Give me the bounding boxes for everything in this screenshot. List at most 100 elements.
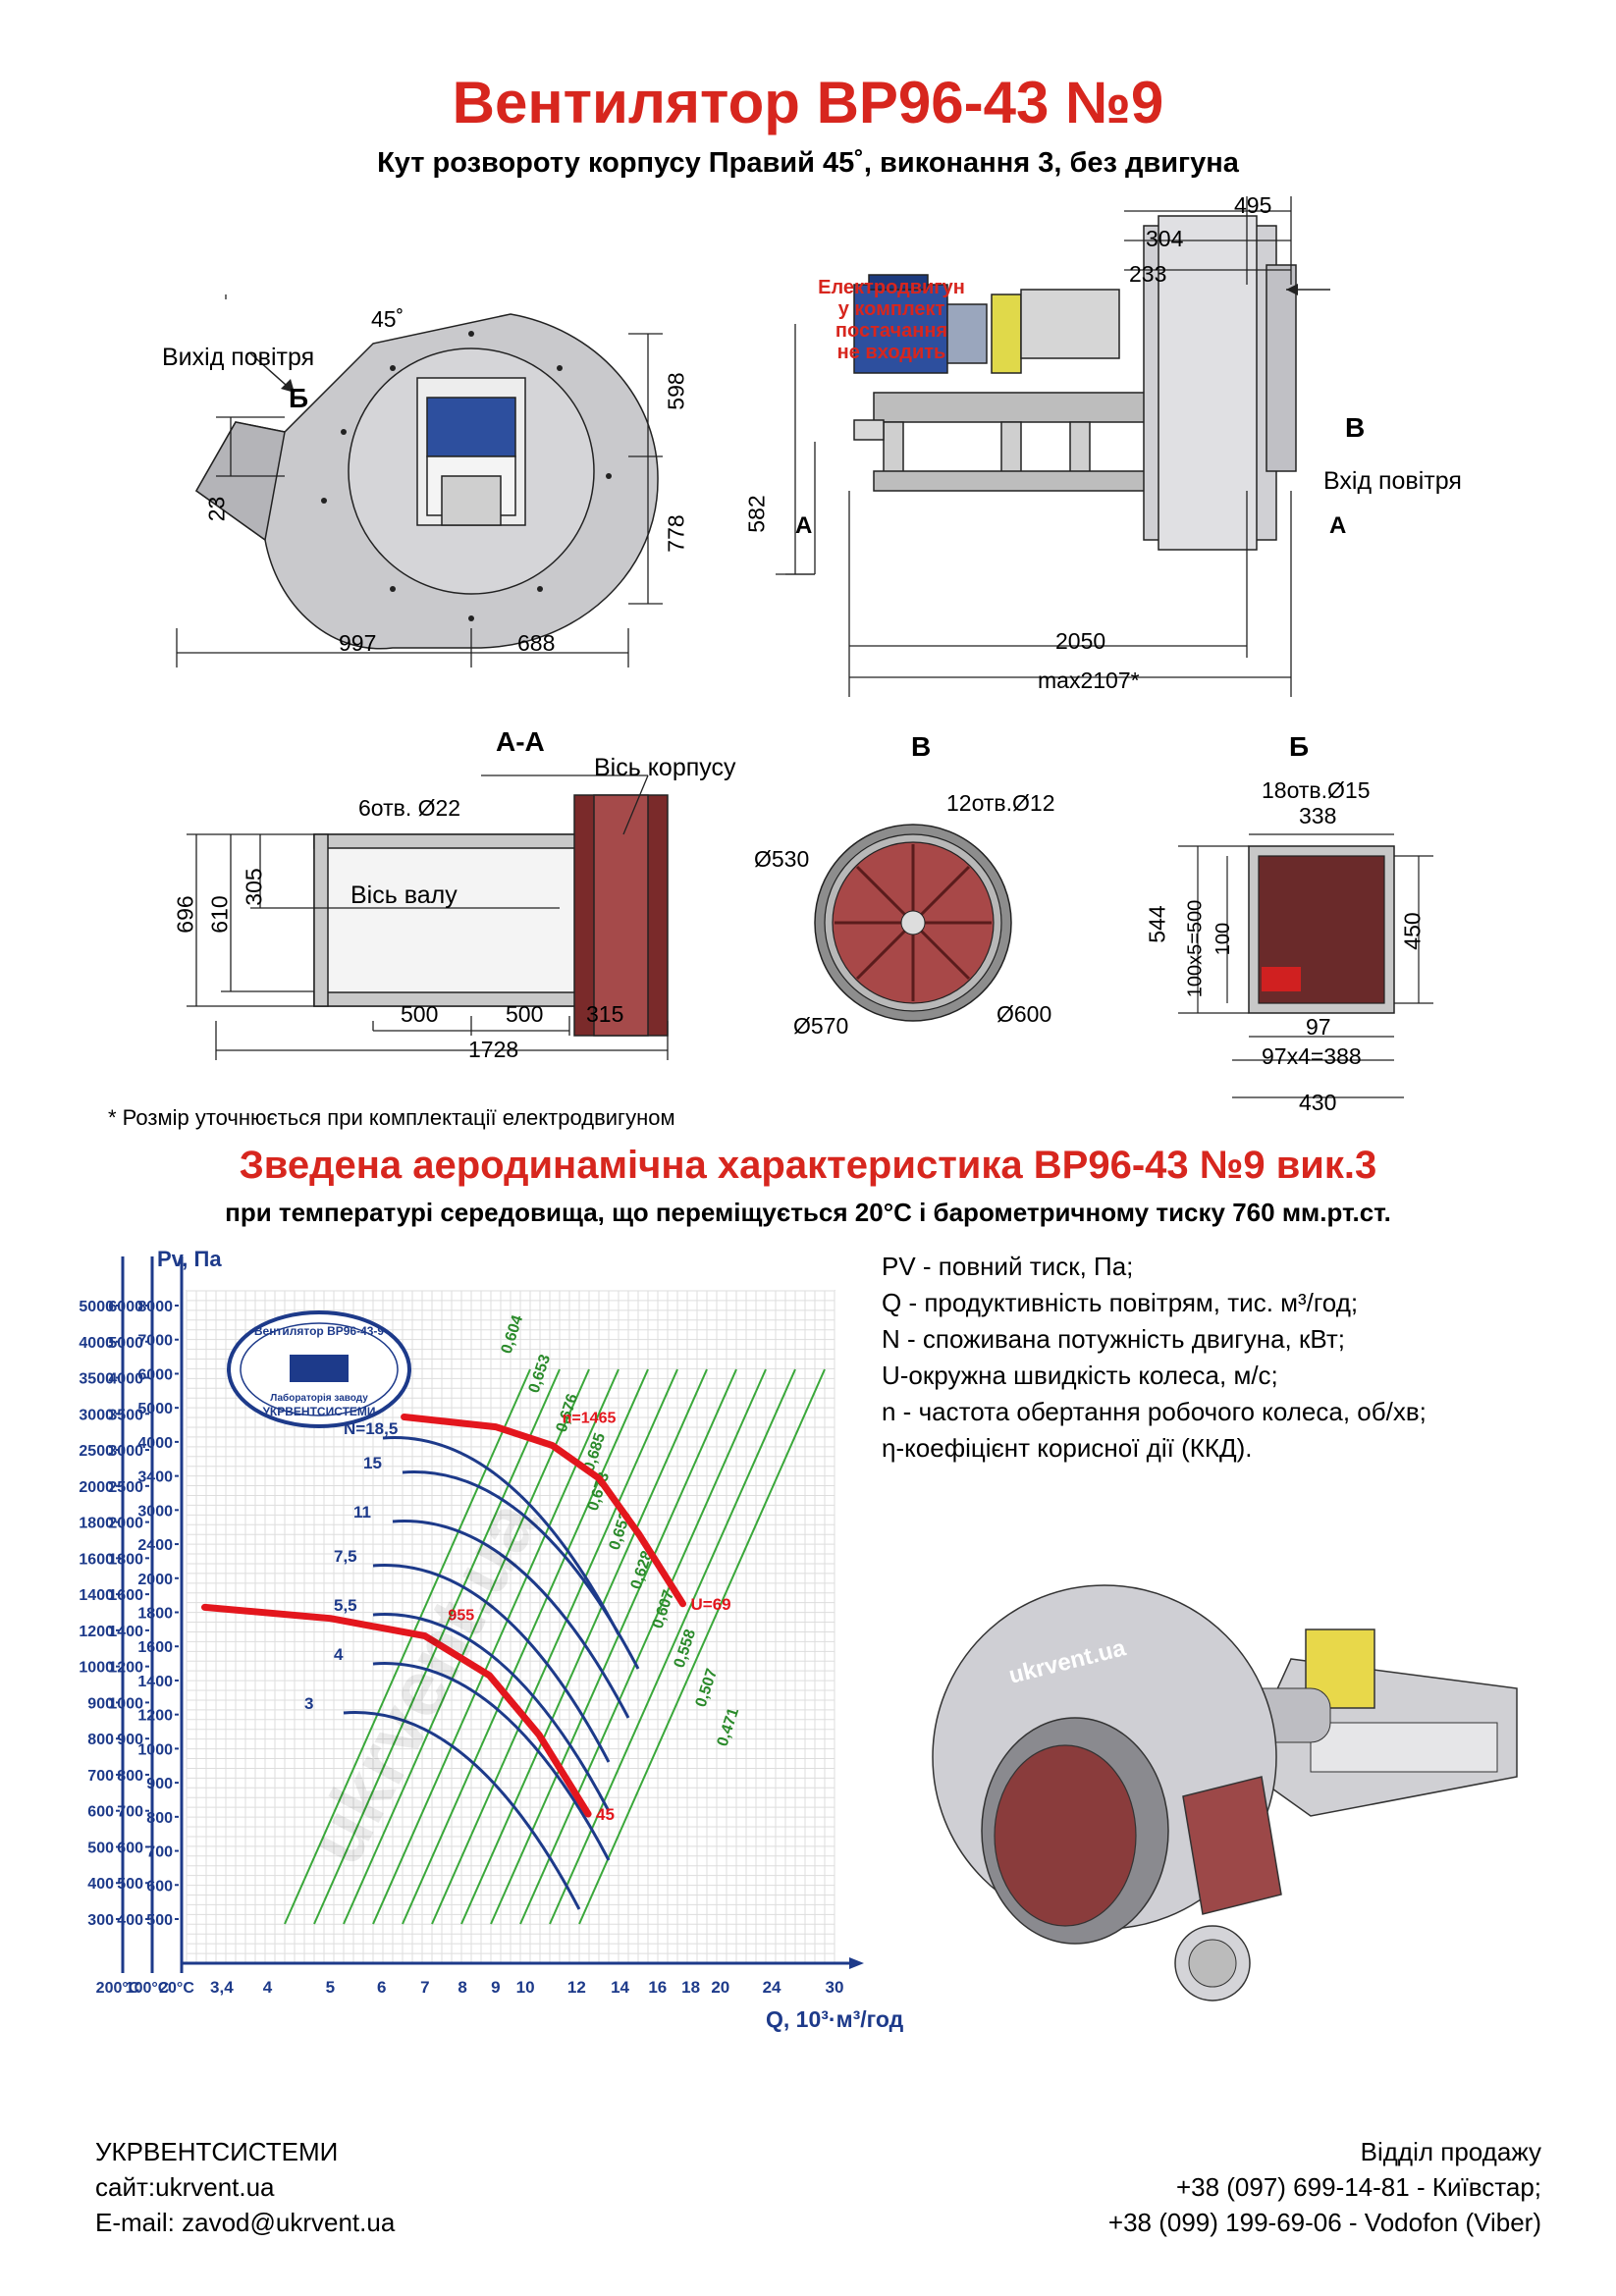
footer-phone-vodafone[interactable]: +38 (099) 199-69-06 - Vodofon (Viber): [1107, 2208, 1541, 2237]
p20-tick: 7000: [137, 1333, 173, 1350]
motor-note: Електродвигун у комплект постачання не в…: [793, 277, 990, 363]
power-label: 15: [363, 1454, 382, 1472]
p20-tick: 900: [146, 1776, 173, 1792]
dim-544: 544: [1144, 905, 1170, 943]
section-mark-b: Б: [289, 383, 309, 413]
speed-label: n=1465: [563, 1411, 617, 1427]
p200-tick: 2000: [79, 1479, 114, 1496]
x-tick: 3,4: [210, 1978, 234, 1997]
dim-430: 430: [1299, 1090, 1337, 1115]
p200-tick: 1600: [79, 1551, 114, 1568]
p20-tick: 1400: [137, 1674, 173, 1690]
power-label: 7,5: [334, 1547, 357, 1566]
motor-note-line-1: Електродвигун: [818, 277, 965, 298]
power-curve: [392, 1520, 630, 1719]
page-title: Вентилятор ВР96-43 №9: [452, 70, 1164, 135]
side-view-drawing: [776, 196, 1330, 697]
footer-company: УКРВЕНТСИСТЕМИ: [95, 2137, 339, 2166]
footer-right: Відділ продажу +38 (097) 699-14-81 - Киї…: [982, 2134, 1541, 2240]
p100-tick: 2500: [108, 1479, 143, 1496]
legend-item-q: Q - продуктивність повітрям, тис. м³/год…: [882, 1288, 1359, 1317]
p200-tick: 4000: [79, 1335, 114, 1352]
dim-598: 598: [663, 372, 689, 410]
velocity-label: 45: [596, 1805, 615, 1824]
p100-tick: 500: [117, 1876, 143, 1893]
dim-max2107: max2107*: [1038, 667, 1140, 693]
section-v-drawing: [814, 824, 1012, 1022]
aero-subtitle: при температурі середовища, що переміщує…: [225, 1198, 1391, 1227]
x-tick: 12: [567, 1978, 586, 1997]
y-axis-label: Pv, Па: [157, 1247, 222, 1271]
power-label: N=18,5: [344, 1419, 398, 1438]
p100-tick: 1800: [108, 1551, 143, 1568]
aero-title: Зведена аеродинамічна характеристика ВР9…: [239, 1144, 1377, 1187]
dim-d570: Ø570: [793, 1013, 849, 1039]
p20-tick: 4000: [137, 1435, 173, 1452]
velocity-label: U=69: [691, 1595, 731, 1614]
stamp-fan-icon: [290, 1355, 349, 1382]
x-tick: 14: [611, 1978, 629, 1997]
footer-site[interactable]: сайт:ukrvent.ua: [95, 2172, 275, 2202]
p100-tick: 6000: [108, 1299, 143, 1315]
x-tick: 5: [326, 1978, 335, 1997]
section-mark-a-right: А: [1329, 512, 1347, 539]
x-tick: 24: [763, 1978, 781, 1997]
q-axis-arrow: [849, 1957, 864, 1969]
p100-tick: 1200: [108, 1660, 143, 1677]
p100-tick: 600: [117, 1840, 143, 1856]
efficiency-line: [402, 1368, 649, 1925]
front-view-drawing: [195, 313, 659, 650]
dim-304: 304: [1146, 226, 1184, 251]
dim-233: 233: [1129, 261, 1167, 287]
dim-450: 450: [1399, 912, 1426, 950]
p100-tick: 1600: [108, 1587, 143, 1604]
dim-305: 305: [241, 868, 267, 906]
dim-778: 778: [663, 514, 689, 553]
power-curve: [402, 1470, 640, 1670]
p20-tick: 1000: [137, 1741, 173, 1758]
x-tick: 4: [263, 1978, 273, 1997]
footnote: * Розмір уточнюється при комплектації ел…: [108, 1105, 675, 1130]
p100-tick: 1000: [108, 1695, 143, 1712]
x-tick: 9: [491, 1978, 500, 1997]
dim-97x4: 97х4=388: [1262, 1043, 1362, 1069]
p200-tick: 1400: [79, 1587, 114, 1604]
axis-shaft-label: Вісь валу: [350, 881, 458, 909]
footer-phone-kyivstar[interactable]: +38 (097) 699-14-81 - Київстар;: [1175, 2172, 1541, 2202]
p100-tick: 3000: [108, 1443, 143, 1460]
efficiency-line: [460, 1368, 708, 1925]
temp-label: 200°C: [96, 1980, 140, 1997]
p200-tick: 3500: [79, 1371, 114, 1388]
dim-2050: 2050: [1055, 628, 1106, 654]
footer-email[interactable]: E-mail: zavod@ukrvent.ua: [95, 2208, 396, 2237]
p200-tick: 1800: [79, 1516, 114, 1532]
x-tick: 10: [516, 1978, 535, 1997]
dim-500b: 500: [506, 1001, 544, 1027]
dim-100: 100: [1212, 922, 1235, 956]
x-axis-label: Q, 10³·м³/год: [766, 2006, 904, 2032]
dim-610: 610: [206, 895, 233, 934]
p200-tick: 3000: [79, 1407, 114, 1423]
x-tick: 8: [458, 1978, 466, 1997]
power-label: 5,5: [334, 1596, 357, 1615]
p20-tick: 2400: [137, 1537, 173, 1554]
p20-tick: 5000: [137, 1401, 173, 1417]
p100-tick: 5000: [108, 1335, 143, 1352]
p200-tick: 400: [87, 1876, 114, 1893]
v-holes-label: 12отв.Ø12: [946, 790, 1055, 816]
dim-100x5: 100х5=500: [1184, 899, 1207, 998]
p100-tick: 400: [117, 1912, 143, 1929]
p200-tick: 800: [87, 1732, 114, 1748]
stamp-top: Вентилятор ВР96-43-9: [254, 1324, 385, 1338]
section-v-title: В: [911, 731, 932, 762]
efficiency-line: [343, 1368, 590, 1925]
dim-338: 338: [1299, 803, 1337, 828]
legend: PV - повний тиск, Па; Q - продуктивність…: [882, 1249, 1427, 1467]
footer-left: УКРВЕНТСИСТЕМИ сайт:ukrvent.ua E-mail: z…: [95, 2134, 395, 2240]
power-curve: [372, 1564, 611, 1763]
p20-tick: 800: [146, 1810, 173, 1827]
legend-item-u: U-окружна швидкість колеса, м/с;: [882, 1361, 1278, 1390]
stamp-bottom: УКРВЕНТСИСТЕМИ: [262, 1405, 375, 1418]
dim-696: 696: [172, 895, 198, 934]
p200-tick: 5000: [79, 1299, 114, 1315]
